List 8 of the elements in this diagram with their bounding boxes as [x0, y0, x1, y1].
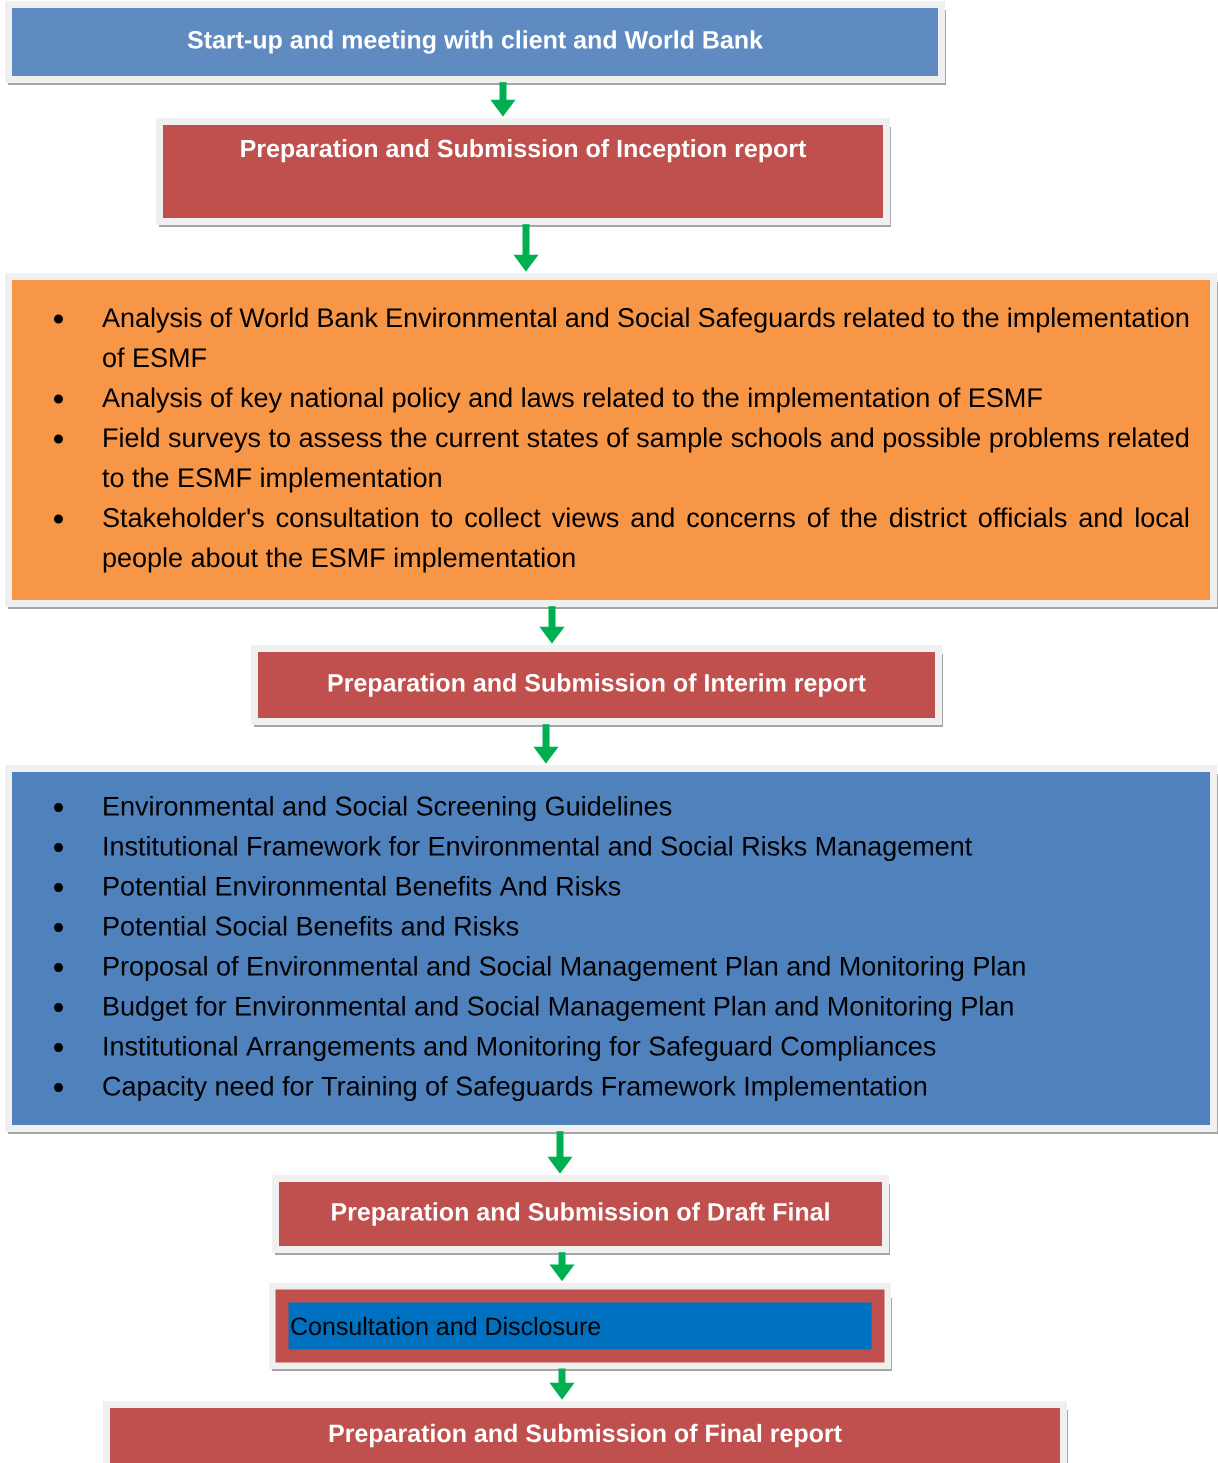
process-box: Preparation and Submission of Final report: [103, 1401, 1068, 1463]
bullet-list-box: Analysis of World Bank Environmental and Social Safeguards related to the implementation of ESMF Analysis of key national policy and laws related to the implementation of ESMF Field surveys to assess the current states of sample schools and possible problems related to the ESMF implementation Stakeholder's consultation to collect views and concerns of the district officials and local people about the ESMF implementation: [5, 273, 1218, 609]
process-box: Preparation and Submission of Draft Final: [272, 1175, 890, 1255]
process-box: Preparation and Submission of Interim report: [251, 645, 943, 727]
process-box: Consultation and Disclosure: [269, 1283, 892, 1371]
process-box: Preparation and Submission of Inception report: [156, 118, 891, 227]
process-box: Start-up and meeting with client and World Bank: [5, 1, 946, 85]
bullet-list-box: Environmental and Social Screening Guidelines Institutional Framework for Environmental and Social Risks Management Potential Environmental Benefits And Risks Potential Social Benefits and Risks Proposal of Environmental and Social Management Plan and Monitoring Plan Budget for Environmental and Social Management Plan and Monitoring Plan Institutional Arrangements and Monitoring for Safeguard Compliances Capacity need for Training of Safeguards Framework Implementation: [5, 765, 1218, 1134]
